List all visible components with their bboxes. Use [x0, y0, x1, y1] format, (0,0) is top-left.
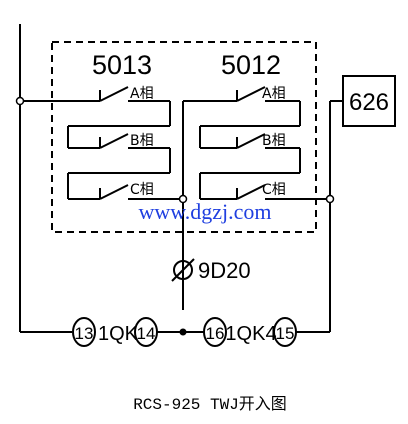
terminal-14-ring	[134, 317, 158, 347]
relay-box-label: 626	[349, 89, 389, 116]
breaker-5012-contacts	[182, 86, 330, 310]
terminal-9d20-label: 9D20	[198, 258, 251, 283]
middle-junction	[178, 194, 188, 204]
phase-c-label-5012: C相	[262, 182, 286, 198]
phase-a-label-5012: A相	[262, 86, 286, 102]
switch-1qk-label: 1QK	[98, 323, 139, 345]
terminal-15-ring	[273, 317, 297, 347]
phase-b-label-5013: B相	[130, 133, 154, 149]
breaker-5012-label: 5012	[221, 50, 281, 80]
bottom-junction	[179, 328, 187, 336]
breaker-5013-label: 5013	[92, 50, 152, 80]
terminal-14-label: 14	[137, 324, 156, 343]
right-junction	[325, 194, 335, 204]
phase-b-label-5012: B相	[262, 133, 286, 149]
watermark: www.dgzj.com	[139, 199, 272, 224]
terminal-16-label: 16	[206, 324, 225, 343]
phase-c-label-5013: C相	[130, 182, 154, 198]
terminal-16-ring	[203, 317, 227, 347]
terminal-15-label: 15	[276, 324, 295, 343]
switch-1qk4-label: 1QK4	[225, 323, 276, 345]
terminal-13-ring	[72, 317, 96, 347]
breaker-5013-contacts	[67, 86, 183, 200]
terminal-9d20-symbol	[173, 260, 193, 280]
left-feed-junction	[15, 96, 25, 106]
diagram-caption: RCS-925 TWJ开入图	[133, 396, 287, 414]
phase-a-label-5013: A相	[130, 86, 154, 102]
terminal-13-label: 13	[75, 324, 94, 343]
terminal-9d20-slash	[171, 258, 195, 282]
breaker-enclosure	[51, 41, 317, 233]
